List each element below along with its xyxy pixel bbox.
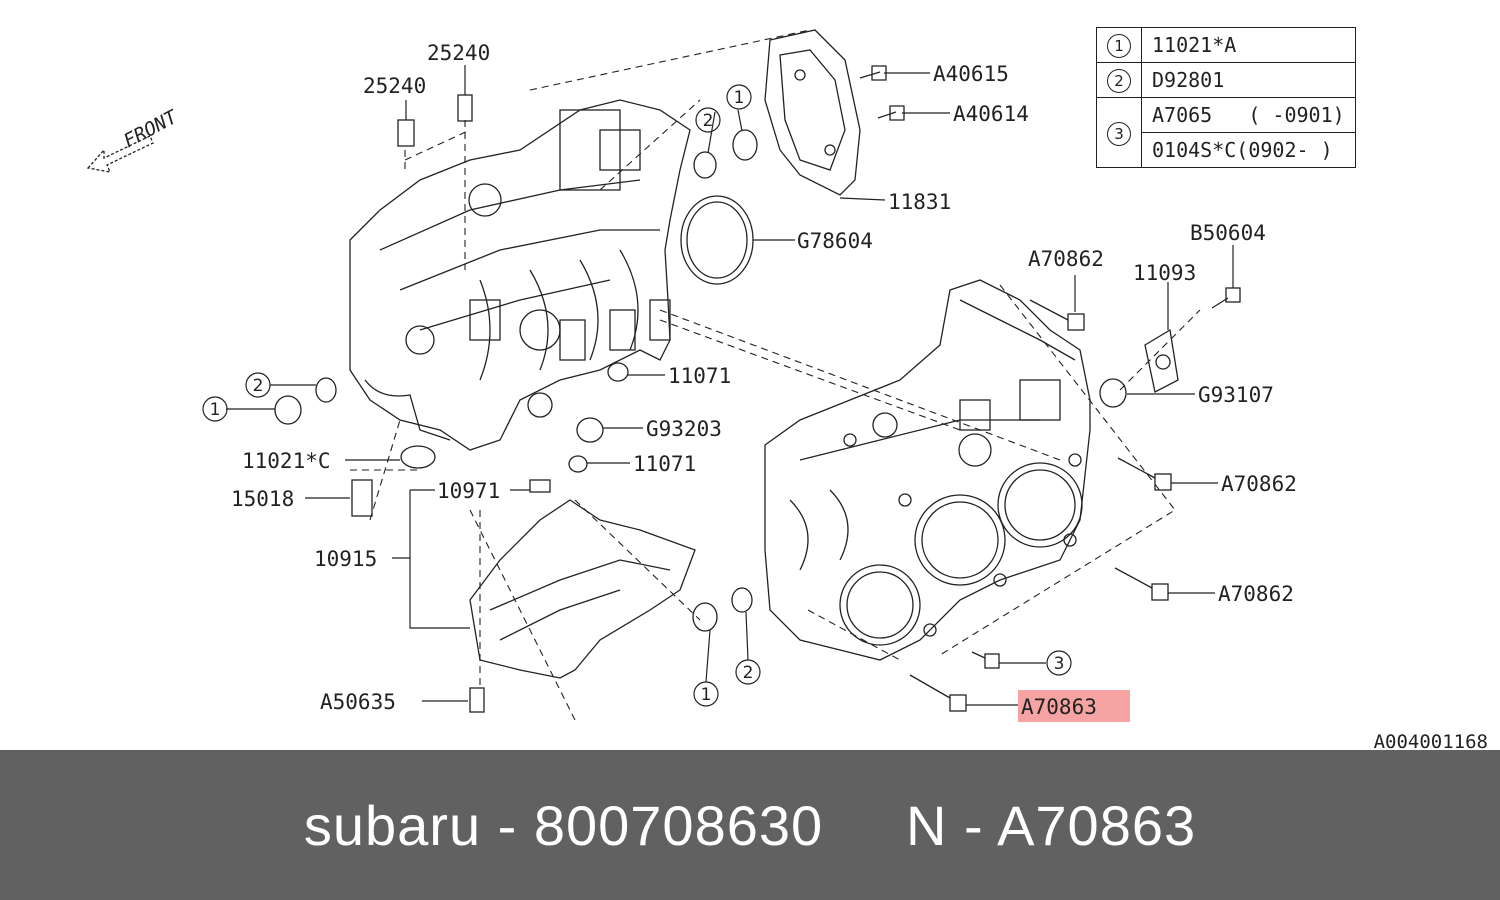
right-crankcase-half [764,279,1091,661]
legend-num-2: 2 [1107,69,1131,93]
legend-num-1: 1 [1107,34,1131,58]
circle-ref-1-top [726,84,752,110]
legend-value: D92801 [1141,62,1356,98]
callout-A40614: A40614 [953,102,1029,126]
callout-11021C: 11021*C [242,449,331,473]
callout-10915: 10915 [314,547,377,571]
dashed-guides [350,29,1201,721]
svg-text:2: 2 [743,663,754,683]
legend-row: 1 11021*A [1096,27,1356,63]
svg-text:2: 2 [253,376,264,396]
circle-refs: 1 2 1 2 2 1 3 [202,84,1072,707]
legend-value: A7065 ( -0901) [1141,97,1356,133]
svg-text:1: 1 [210,400,221,420]
callout-A50635: A50635 [320,690,396,714]
circle-ref-1-left [202,396,228,422]
front-arrow-icon [86,135,154,173]
callout-labels: 25240 25240 A40615 A40614 11831 G78604 A… [231,41,1297,719]
circle-ref-2-bottom [735,659,761,685]
circle-ref-1-bottom [693,681,719,707]
callout-10971: 10971 [437,479,500,503]
circle-ref-2-top [695,107,721,133]
highlight-box [1018,690,1130,722]
svg-text:3: 3 [1054,654,1065,674]
callout-A70863: A70863 [1021,695,1097,719]
legend-row: 0104S*C(0902- ) [1097,132,1356,168]
callout-A70862-mid: A70862 [1221,472,1297,496]
baffle-plate-10915 [469,499,696,679]
callout-11071-upper: 11071 [668,364,731,388]
circle-ref-2-left [245,372,271,398]
legend-value: 0104S*C(0902- ) [1141,132,1356,168]
legend-table: 1 11021*A 2 D92801 3 A7065 ( -0901) 0104… [1096,27,1356,168]
svg-text:1: 1 [701,685,712,705]
oil-seal-G78604 [680,195,754,285]
diagram-ref-number: A004001168 [1374,731,1488,750]
front-label: FRONT [120,105,182,152]
callout-G78604: G78604 [797,229,873,253]
svg-text:2: 2 [703,111,714,131]
legend-row: 3 A7065 ( -0901) [1096,97,1356,168]
footer-part-number: subaru - 800708630 N - A70863 [303,793,1197,857]
callout-A40615: A40615 [933,62,1009,86]
parts-diagram: FRONT [86,27,1488,750]
svg-text:1: 1 [734,88,745,108]
circle-ref-3 [1046,650,1072,676]
callout-11093: 11093 [1133,261,1196,285]
callout-A70862-low: A70862 [1218,582,1294,606]
small-parts [274,94,1179,713]
callout-25240-top: 25240 [427,41,490,65]
leader-lines [226,65,1234,706]
legend-num-3: 3 [1107,121,1131,146]
plate-11831 [764,29,861,196]
engine-block-drawing: FRONT [86,29,1488,750]
legend-value: 11021*A [1141,27,1356,63]
callout-25240: 25240 [363,74,426,98]
legend-row: 2 D92801 [1096,62,1356,98]
callout-B50604: B50604 [1190,221,1266,245]
callout-G93107: G93107 [1198,383,1274,407]
callout-15018: 15018 [231,487,294,511]
callout-11071-lower: 11071 [633,452,696,476]
callout-G93203: G93203 [646,417,722,441]
callout-A70862-top: A70862 [1028,247,1104,271]
left-crankcase-half [349,99,691,451]
callout-11831: 11831 [888,190,951,214]
footer-bar: subaru - 800708630 N - A70863 [0,750,1500,900]
